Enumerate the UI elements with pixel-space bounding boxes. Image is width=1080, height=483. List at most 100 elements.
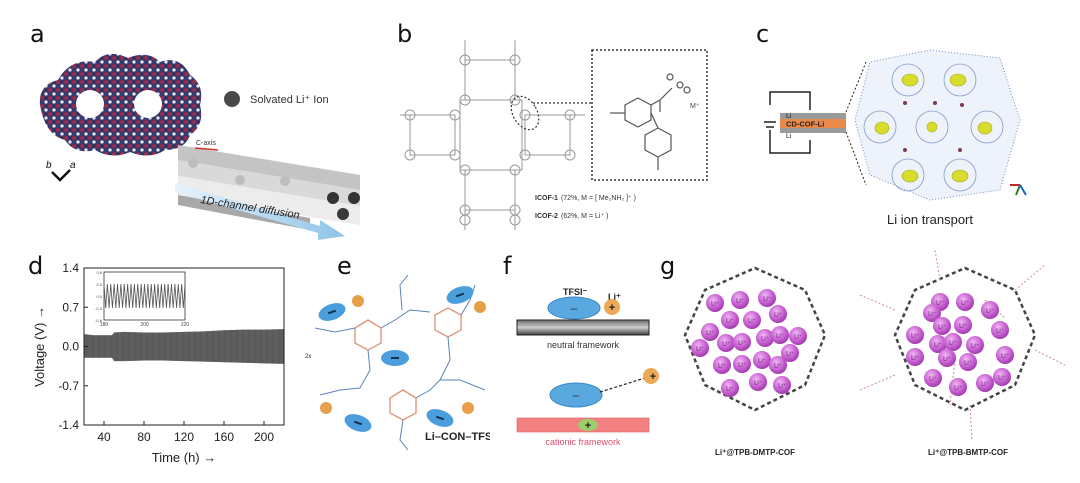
icof1-line: ICOF-1(72%, M = [ Me₂NH₂ ]⁺ ) bbox=[535, 195, 636, 202]
framework-cation-site bbox=[578, 419, 598, 431]
li-ion-label: Li⁺ bbox=[971, 343, 979, 350]
diffusion-arrow-icon bbox=[175, 183, 345, 240]
li-ion-sphere-dmtp bbox=[773, 376, 791, 394]
cell-circuit bbox=[764, 91, 846, 154]
plus-sign-2: + bbox=[650, 371, 656, 383]
li-ion-sphere-bmtp bbox=[981, 301, 999, 319]
li-ion-legend-icon bbox=[224, 91, 240, 107]
li-ion-transport-caption: Li ion transport bbox=[887, 212, 973, 227]
li-ion-label: Li⁺ bbox=[981, 381, 989, 388]
li-ion-label: Li⁺ bbox=[726, 386, 734, 393]
li-ion-sphere-dmtp bbox=[731, 291, 749, 309]
panel-g-label: g bbox=[660, 252, 676, 280]
li-ion-label: Li⁺ bbox=[1001, 353, 1009, 360]
spiroborate-linkage-structure bbox=[610, 73, 691, 170]
li-ion-sphere-dmtp bbox=[733, 333, 751, 351]
li-ion-exiting-icon bbox=[337, 208, 349, 220]
tfsi-label: TFSI⁻ bbox=[563, 287, 587, 297]
li-ion-label: Li⁺ bbox=[936, 300, 944, 307]
y-axis-label: Voltage (V) → bbox=[32, 306, 47, 387]
panel-e-label: e bbox=[337, 252, 352, 280]
axis-a-label: a bbox=[70, 160, 76, 171]
li-ion-label: Li⁺ bbox=[959, 323, 967, 330]
li-ion-sphere-dmtp bbox=[691, 339, 709, 357]
li-ion-label: Li⁺ bbox=[748, 318, 756, 325]
plus-sign-3: + bbox=[585, 420, 591, 432]
legend-solvated-li-ion: Solvated Li⁺ Ion bbox=[250, 94, 329, 106]
li-ion-sphere-dmtp bbox=[706, 294, 724, 312]
li-ion-sphere-dmtp bbox=[721, 311, 739, 329]
li-ion-label: Li⁺ bbox=[964, 360, 972, 367]
li-con-tfsi-caption: Li–CON–TFSI bbox=[425, 431, 490, 443]
li-ion-sphere-dmtp bbox=[758, 289, 776, 307]
li-ion-sphere-bmtp bbox=[938, 349, 956, 367]
li-ion-label: Li⁺ bbox=[758, 358, 766, 365]
li-ion-label: Li⁺ bbox=[911, 355, 919, 362]
li-ion-sphere-bmtp bbox=[993, 368, 1011, 386]
li-ion-sphere-bmtp bbox=[959, 353, 977, 371]
li-ion-label: Li⁺ bbox=[722, 341, 730, 348]
li-ion-label: Li⁺ bbox=[986, 308, 994, 315]
li-ion-label: Li⁺ bbox=[726, 318, 734, 325]
tfsi-anion-icons bbox=[318, 286, 474, 432]
li-ion-sphere-dmtp bbox=[701, 323, 719, 341]
li-ion-label: Li⁺ bbox=[961, 300, 969, 307]
li-ion-label: Li⁺ bbox=[763, 296, 771, 303]
li-ion-sphere-bmtp bbox=[976, 374, 994, 392]
panel-f-label: f bbox=[503, 252, 512, 280]
li-ion-label: Li⁺ bbox=[761, 336, 769, 343]
1d-channel-graphic bbox=[178, 145, 360, 230]
li-cation-dissociated bbox=[643, 368, 659, 384]
li-ion-sphere-bmtp bbox=[906, 326, 924, 344]
li-ion-label: Li⁺ bbox=[786, 351, 794, 358]
li-ion-sphere-dmtp bbox=[713, 356, 731, 374]
tpb-bmtp-cof-caption: Li⁺@TPB-BMTP-COF bbox=[928, 448, 1008, 457]
plus-sign: + bbox=[609, 302, 615, 314]
inset-y-tick-label: 0.3 bbox=[96, 282, 102, 287]
li-ion-label: Li⁺ bbox=[706, 330, 714, 337]
inset-y-tick-label: 0.6 bbox=[96, 270, 102, 275]
li-ion-sphere-bmtp bbox=[933, 317, 951, 335]
li-ion-sphere-bmtp bbox=[966, 336, 984, 354]
li-ion-label: Li⁺ bbox=[911, 333, 919, 340]
electrode-top-label: Li bbox=[786, 113, 792, 120]
cationic-framework-caption: cationic framework bbox=[545, 437, 621, 447]
dissociation-line bbox=[599, 377, 646, 393]
li-ion-label: Li⁺ bbox=[998, 375, 1006, 382]
li-ion-label: Li⁺ bbox=[943, 356, 951, 363]
xyz-axes-icon bbox=[1010, 184, 1027, 196]
electrode-bottom-label: Li bbox=[786, 133, 792, 140]
neutral-framework-bar bbox=[516, 319, 650, 336]
icof1-name: ICOF-1 bbox=[535, 195, 558, 202]
tpb-bmtp-cof-pore bbox=[859, 249, 1066, 441]
inset-voltage-trace bbox=[103, 283, 186, 309]
li-ion-label: Li⁺ bbox=[794, 334, 802, 341]
y-tick-label: -0.7 bbox=[58, 379, 79, 393]
tpb-dmtp-cof-caption: Li⁺@TPB-DMTP-COF bbox=[715, 448, 795, 457]
tpb-dmtp-cof-pore bbox=[683, 266, 827, 412]
li-label: Li⁺ bbox=[608, 292, 621, 302]
cof-name-label: CD-COF-Li bbox=[786, 120, 824, 129]
side-chains bbox=[859, 249, 1066, 441]
inset-x-tick-label: 180 bbox=[100, 322, 109, 328]
inset-y-tick-label: -0.6 bbox=[95, 318, 103, 323]
y-tick-label: 0.0 bbox=[62, 340, 79, 354]
panel-a-figure: b a Solvated Li⁺ Ion C-axis 1D-channel d… bbox=[39, 53, 360, 240]
li-ion-sphere-dmtp bbox=[781, 344, 799, 362]
icof-framework-structure bbox=[400, 40, 585, 230]
li-ion-label: Li⁺ bbox=[928, 311, 936, 318]
icof2-line: ICOF-2(62%, M = Li⁺ ) bbox=[535, 213, 608, 220]
li-ion-label: Li⁺ bbox=[774, 363, 782, 370]
x-axis-label: Time (h) → bbox=[152, 450, 217, 465]
x-tick-label: 160 bbox=[214, 430, 234, 444]
li-ion-sphere-dmtp bbox=[753, 351, 771, 369]
li-ion-sphere-dmtp bbox=[771, 326, 789, 344]
panel-b-figure: M⁺ ICOF-1(72%, M = [ Me₂NH₂ ]⁺ ) ICOF-2(… bbox=[400, 40, 708, 230]
cyclohexanone-rings bbox=[354, 307, 462, 421]
x-tick-label: 200 bbox=[254, 430, 274, 444]
inset-y-tick-label: -0.3 bbox=[95, 306, 103, 311]
icof2-detail: (62%, M = Li⁺ ) bbox=[561, 213, 608, 220]
repeat-mark: 2x bbox=[305, 354, 311, 360]
cd-cof-pore-structure bbox=[854, 49, 1021, 201]
li-ion-sphere-bmtp bbox=[954, 316, 972, 334]
